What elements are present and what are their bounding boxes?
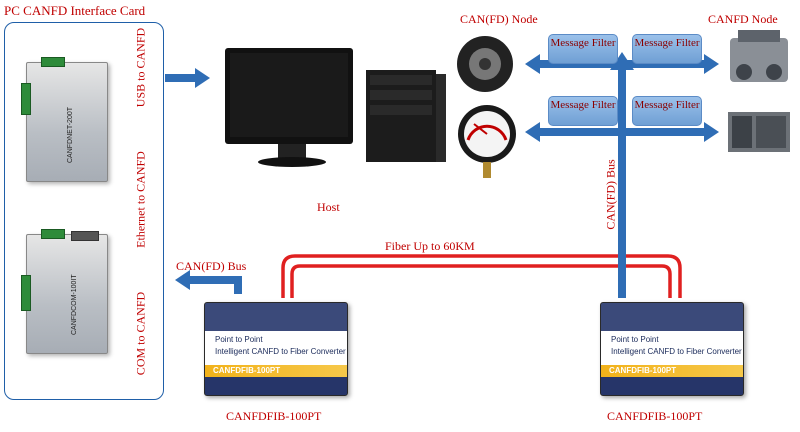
left-converter-caption: CANFDFIB-100PT bbox=[226, 409, 322, 423]
message-filter-bottom-right: Message Filter bbox=[632, 96, 702, 126]
fiber-link bbox=[281, 254, 682, 298]
fiber-label: Fiber Up to 60KM bbox=[385, 239, 475, 253]
panel-title: PC CANFD Interface Card bbox=[4, 3, 146, 18]
left-converter-line1: Point to Point bbox=[215, 335, 263, 344]
host-monitor bbox=[225, 48, 353, 167]
right-converter-caption: CANFDFIB-100PT bbox=[607, 409, 703, 423]
message-filter-bottom-left: Message Filter bbox=[548, 96, 618, 126]
left-converter-band: CANFDFIB-100PT bbox=[205, 365, 347, 377]
canfd-node-label: CANFD Node bbox=[708, 12, 778, 26]
right-converter-band: CANFDFIB-100PT bbox=[601, 365, 743, 377]
filter-arrow-bottom bbox=[525, 122, 719, 142]
left-converter: Point to Point Intelligent CANFD to Fibe… bbox=[204, 302, 348, 396]
gauge-node-image bbox=[458, 105, 516, 178]
can-bus-left-label: CAN(FD) Bus bbox=[176, 259, 247, 273]
filter-arrow-top bbox=[525, 54, 719, 74]
message-filter-top-right: Message Filter bbox=[632, 34, 702, 64]
right-converter-line1: Point to Point bbox=[611, 335, 659, 344]
can-fd-node-label: CAN(FD) Node bbox=[460, 12, 538, 26]
canfdcom-device: CANFDCOM-100IT bbox=[21, 229, 108, 354]
right-converter: Point to Point Intelligent CANFD to Fibe… bbox=[600, 302, 744, 396]
usb-arrow bbox=[165, 68, 210, 88]
interface-card-panel bbox=[4, 22, 164, 400]
can-bus-left-arrow bbox=[175, 270, 242, 294]
plc-node-image bbox=[728, 112, 790, 152]
left-converter-line2: Intelligent CANFD to Fiber Converter bbox=[215, 347, 346, 356]
host-tower bbox=[366, 70, 446, 162]
engine-node-image bbox=[730, 30, 788, 82]
tire-node-image bbox=[457, 36, 513, 92]
canfdnet-device: CANFDNET-200T bbox=[21, 57, 108, 182]
message-filter-top-left: Message Filter bbox=[548, 34, 618, 64]
right-converter-line2: Intelligent CANFD to Fiber Converter bbox=[611, 347, 742, 356]
can-bus-vertical-label: CAN(FD) Bus bbox=[603, 159, 618, 230]
host-label: Host bbox=[317, 200, 340, 214]
